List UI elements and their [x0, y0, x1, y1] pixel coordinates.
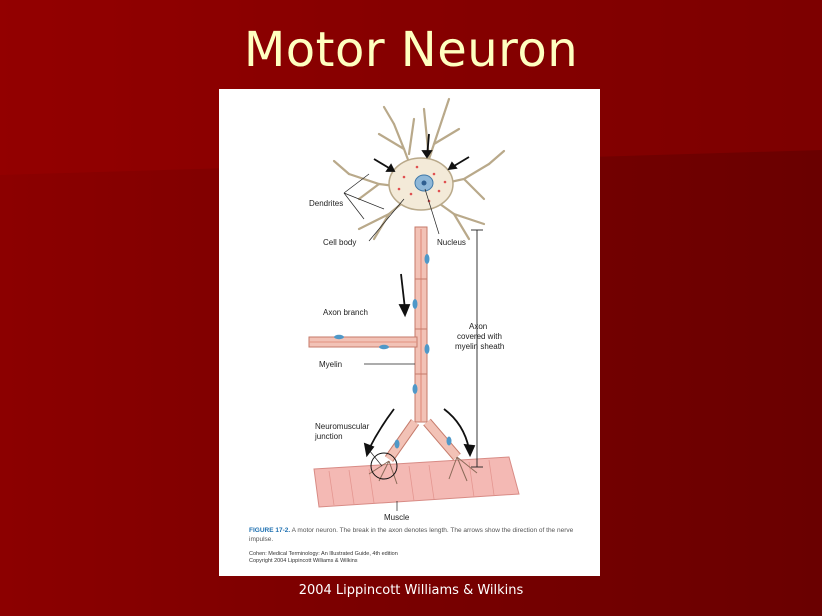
label-muscle: Muscle — [384, 513, 410, 522]
label-axon-branch: Axon branch — [323, 308, 368, 317]
figure-caption: FIGURE 17-2. A motor neuron. The break i… — [249, 526, 591, 544]
label-nucleus: Nucleus — [437, 238, 466, 247]
motor-neuron-diagram: Dendrites Cell body Nucleus Axon branch … — [308, 97, 520, 522]
label-axon-line3: myelin sheath — [455, 342, 504, 351]
citation-line-1: Cohen: Medical Terminology: An Illustrat… — [249, 551, 398, 557]
diagram-panel: Dendrites Cell body Nucleus Axon branch … — [219, 89, 600, 576]
label-nmj-line1: Neuromuscular — [315, 422, 370, 431]
junction-circle — [370, 452, 398, 480]
label-myelin: Myelin — [319, 360, 342, 369]
label-dendrites: Dendrites — [309, 199, 343, 208]
label-nmj-line2: junction — [314, 432, 343, 441]
cell-dots — [397, 165, 447, 203]
muscle-drawing — [313, 456, 520, 508]
label-axon-line1: Axon — [469, 322, 487, 331]
axon-drawing — [308, 226, 461, 462]
citation: Cohen: Medical Terminology: An Illustrat… — [249, 551, 591, 565]
figure-number: FIGURE 17-2. — [249, 527, 291, 534]
citation-line-2: Copyright 2004 Lippincott Williams & Wil… — [249, 558, 358, 564]
slide-title: Motor Neuron — [243, 22, 579, 78]
label-cell-body: Cell body — [323, 238, 356, 247]
figure-caption-text: A motor neuron. The break in the axon de… — [249, 527, 574, 543]
label-axon-line2: covered with — [457, 332, 502, 341]
slide-footer: 2004 Lippincott Williams & Wilkins — [298, 583, 524, 598]
